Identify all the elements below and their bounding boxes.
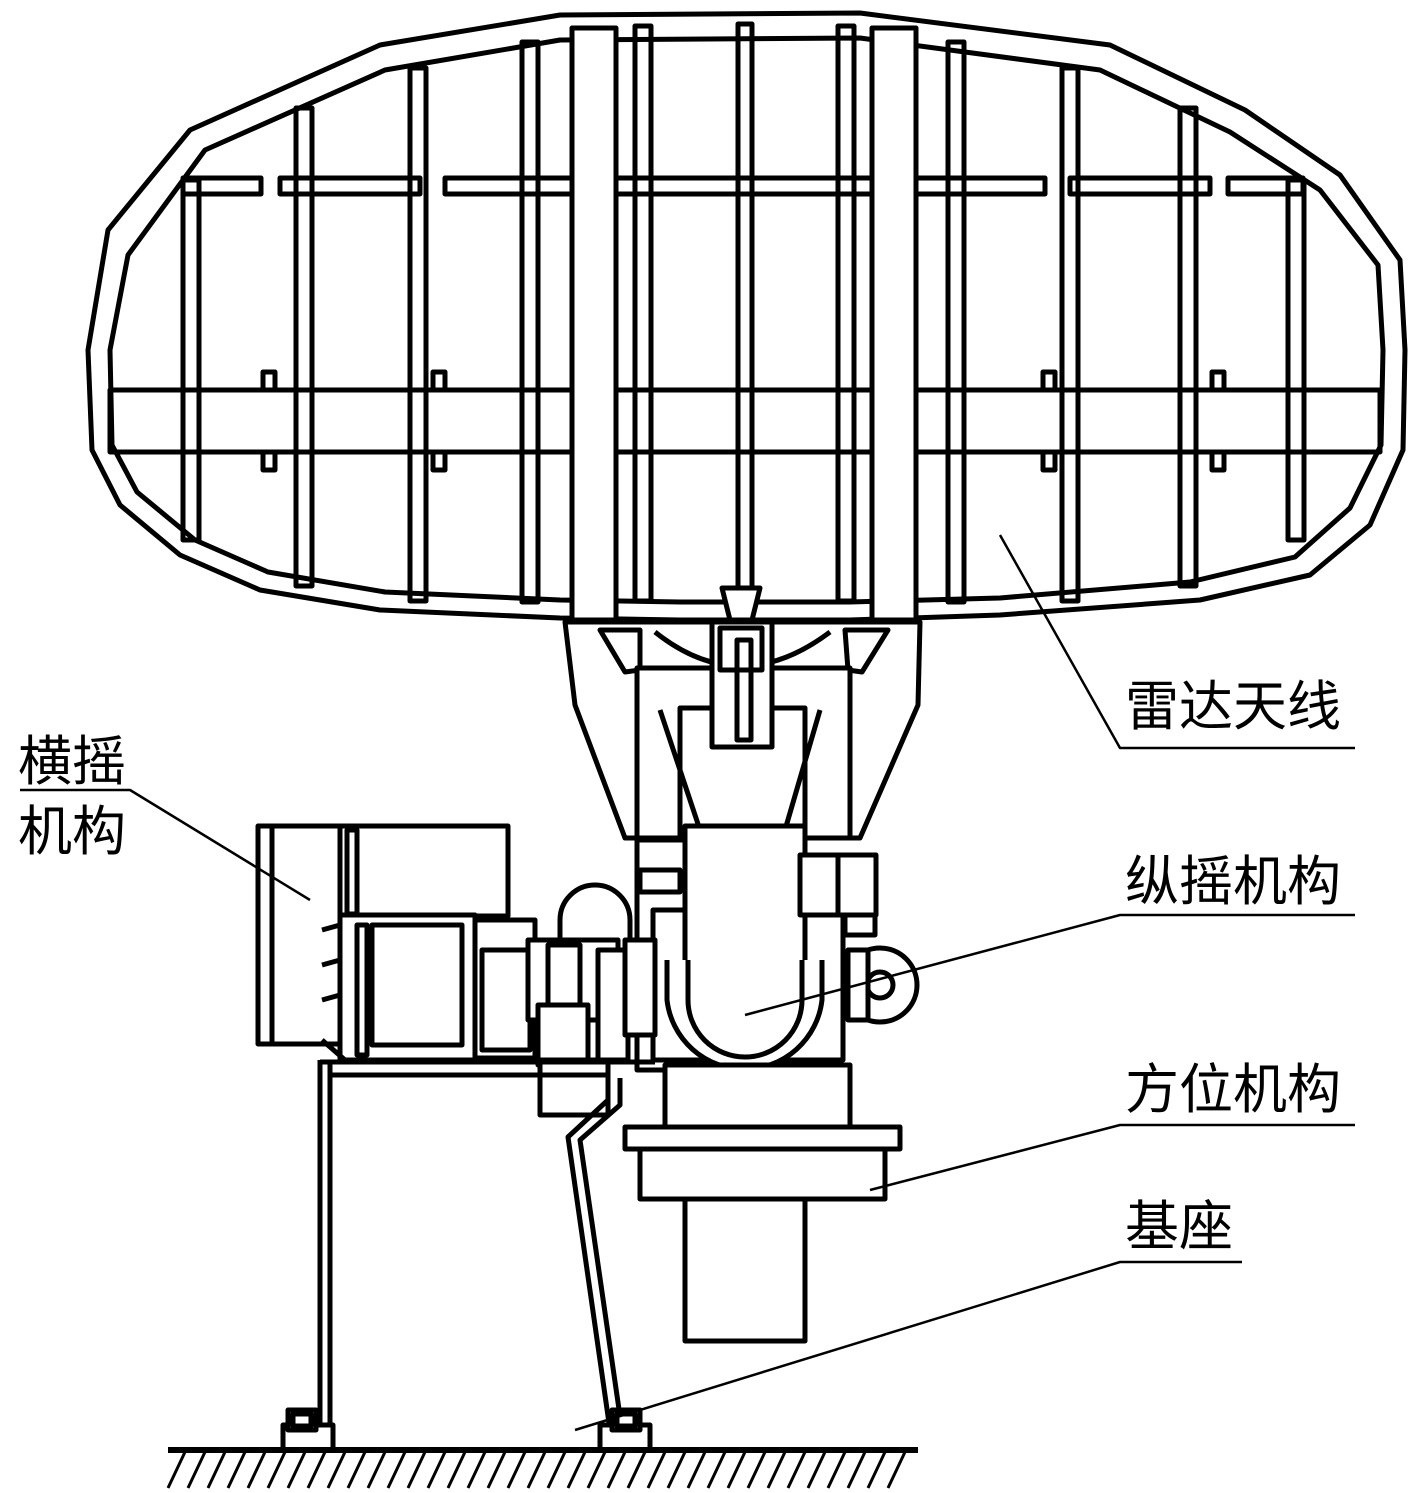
radar-antenna bbox=[85, 10, 1408, 623]
label-radar-antenna: 雷达天线 bbox=[1125, 675, 1341, 738]
pitch-mechanism bbox=[634, 823, 920, 1073]
azimuth-column bbox=[682, 1196, 808, 1344]
antenna-ribs bbox=[180, 21, 1307, 605]
azimuth-mechanism bbox=[622, 1062, 903, 1344]
antenna-upper-bar bbox=[180, 175, 1306, 197]
leader-pitch-mechanism bbox=[744, 913, 1355, 1017]
label-roll-mechanism-1: 横摇 bbox=[18, 730, 126, 793]
antenna-inner-rim bbox=[107, 35, 1386, 605]
labels: 雷达天线 横摇 机构 纵摇机构 方位机构 基座 bbox=[18, 675, 1341, 1258]
base-frame bbox=[280, 1059, 655, 1453]
leader-azimuth-mechanism bbox=[869, 1123, 1355, 1192]
roll-coupling bbox=[557, 882, 633, 953]
leader-lines bbox=[20, 534, 1355, 1432]
label-pitch-mechanism: 纵摇机构 bbox=[1125, 850, 1341, 913]
ground bbox=[166, 1447, 918, 1489]
antenna-outer-rim bbox=[85, 10, 1408, 623]
feed-horn bbox=[719, 585, 763, 623]
roll-gearbox bbox=[337, 912, 478, 1063]
roll-mechanism bbox=[255, 823, 658, 1118]
leader-base bbox=[574, 1260, 1242, 1432]
antenna-lower-beam bbox=[107, 369, 1383, 473]
label-roll-mechanism-2: 机构 bbox=[18, 800, 126, 863]
antenna-yoke bbox=[562, 585, 923, 841]
azimuth-turntable-plate bbox=[622, 1124, 903, 1152]
label-base: 基座 bbox=[1125, 1195, 1233, 1258]
antenna-main-beams bbox=[569, 25, 919, 623]
leader-radar-antenna bbox=[998, 534, 1355, 750]
label-azimuth-mechanism: 方位机构 bbox=[1125, 1058, 1341, 1121]
leader-roll-mechanism bbox=[20, 788, 311, 902]
